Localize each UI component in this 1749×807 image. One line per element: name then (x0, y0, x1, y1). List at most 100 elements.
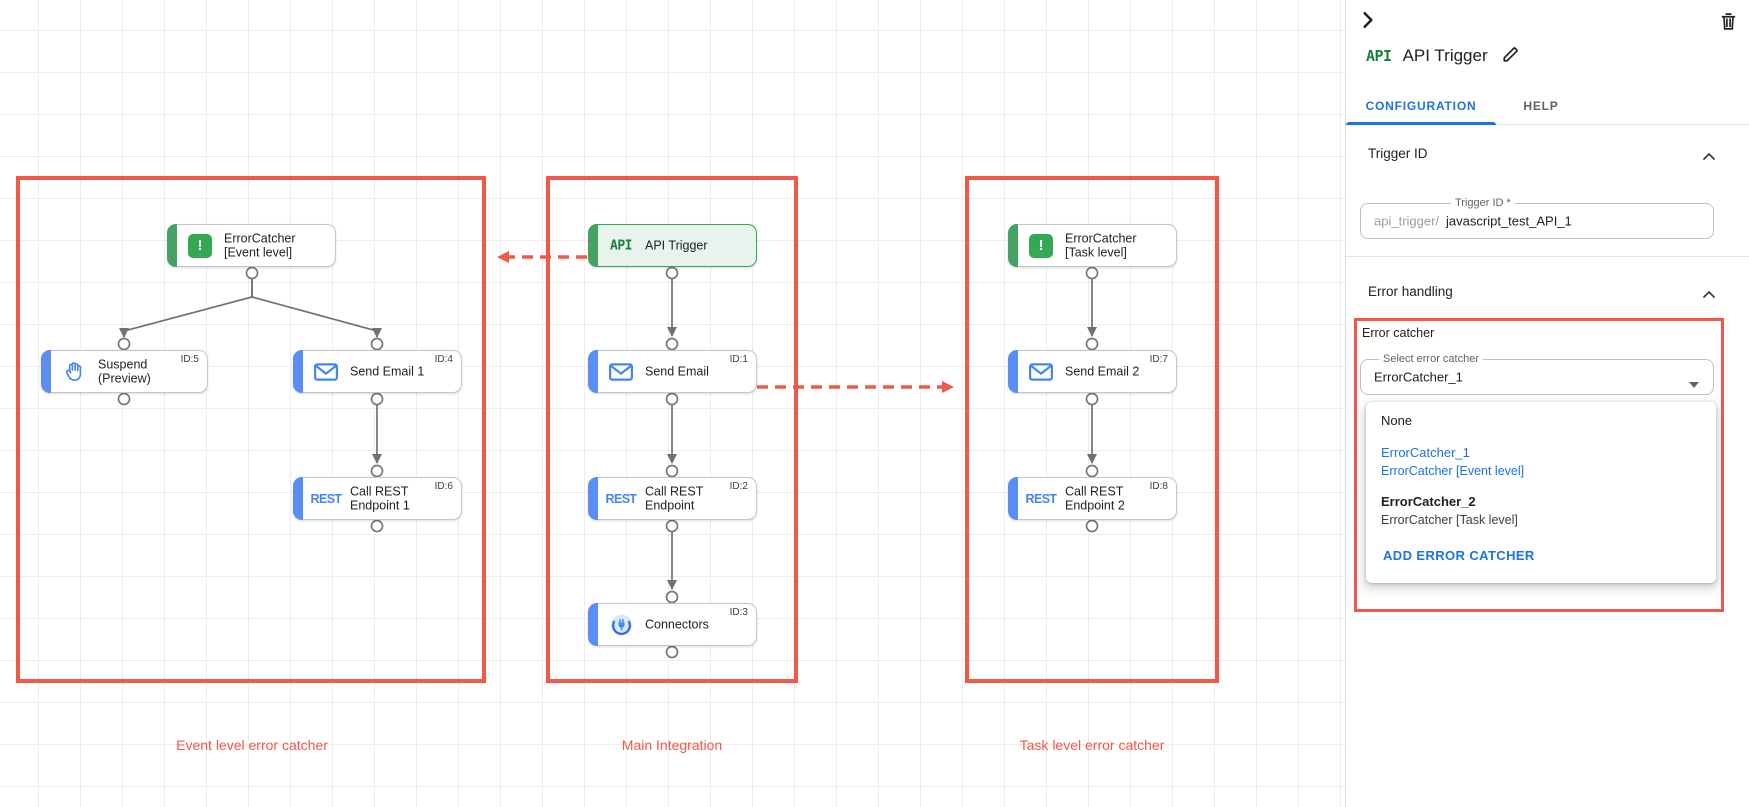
node-label: Send Email 2 (1065, 364, 1140, 379)
trigger-id-input[interactable]: Trigger ID * api_trigger/javascript_test… (1360, 197, 1714, 239)
group-label-event-level: Event level error catcher (176, 737, 328, 753)
node-send-email-2[interactable]: Send Email 2 ID:7 (1008, 350, 1177, 393)
group-label-main-integration: Main Integration (621, 737, 723, 753)
arrow-drop-down-icon (1689, 375, 1699, 393)
port[interactable] (1085, 266, 1099, 280)
add-error-catcher-button[interactable]: ADD ERROR CATCHER (1383, 548, 1535, 563)
group-box-event-level (16, 176, 486, 683)
select-error-catcher[interactable]: Select error catcher ErrorCatcher_1 (1360, 353, 1714, 395)
rest-icon: REST (310, 491, 343, 506)
node-suspend[interactable]: Suspend(Preview) ID:5 (41, 350, 208, 393)
api-icon: API (1366, 47, 1392, 65)
port[interactable] (370, 337, 384, 351)
node-id-badge: ID:1 (729, 354, 748, 365)
node-accent-bar (588, 224, 598, 267)
email-icon (1024, 362, 1058, 381)
port[interactable] (665, 392, 679, 406)
connector-icon (604, 612, 638, 637)
node-accent-bar (167, 224, 177, 267)
port[interactable] (665, 464, 679, 478)
node-errorcatcher-event[interactable]: ! ErrorCatcher[Event level] (167, 224, 336, 267)
panel-header: API API Trigger (1366, 44, 1520, 68)
port[interactable] (665, 590, 679, 604)
panel-title: API Trigger (1402, 46, 1488, 65)
node-label: Connectors (645, 617, 709, 632)
group-box-main-integration (546, 176, 798, 683)
port[interactable] (1085, 519, 1099, 533)
port[interactable] (1085, 392, 1099, 406)
port[interactable] (1085, 337, 1099, 351)
select-error-catcher-label: Select error catcher (1379, 353, 1483, 365)
trash-icon[interactable] (1720, 12, 1737, 36)
section-header-trigger-id: Trigger ID (1368, 146, 1428, 161)
port[interactable] (117, 337, 131, 351)
node-label: Suspend(Preview) (98, 356, 151, 386)
collapse-panel-chevron-right-icon[interactable] (1360, 11, 1376, 34)
rest-icon: REST (605, 491, 638, 506)
node-accent-bar (41, 350, 51, 393)
node-accent-bar (588, 350, 598, 393)
trigger-id-input-label: Trigger ID * (1451, 197, 1515, 209)
workflow-canvas[interactable]: ! ErrorCatcher[Event level] Suspend(Prev… (0, 0, 1345, 807)
port[interactable] (1085, 464, 1099, 478)
node-label: ErrorCatcher[Event level] (224, 230, 296, 260)
port[interactable] (245, 266, 259, 280)
port[interactable] (370, 519, 384, 533)
menu-item-errorcatcher-2[interactable]: ErrorCatcher_2 ErrorCatcher [Task level] (1381, 494, 1518, 527)
port[interactable] (665, 645, 679, 659)
edge-eventcatcher-suspend (119, 279, 253, 338)
group-label-task-level: Task level error catcher (1019, 737, 1165, 753)
node-accent-bar (1008, 224, 1018, 267)
port[interactable] (370, 392, 384, 406)
node-send-email-1[interactable]: Send Email 1 ID:4 (293, 350, 462, 393)
node-id-badge: ID:8 (1149, 481, 1168, 492)
section-divider (1346, 256, 1749, 257)
trigger-id-input-value: api_trigger/javascript_test_API_1 (1374, 214, 1572, 229)
node-accent-bar (1008, 477, 1018, 520)
node-accent-bar (588, 603, 598, 646)
error-catcher-highlight-box (1354, 318, 1724, 612)
port[interactable] (117, 392, 131, 406)
port[interactable] (665, 266, 679, 280)
menu-item-none[interactable]: None (1381, 413, 1413, 428)
config-panel: API API Trigger CONFIGURATION HELP Trigg… (1345, 0, 1749, 807)
menu-item-errorcatcher-1[interactable]: ErrorCatcher_1 ErrorCatcher [Event level… (1381, 445, 1525, 478)
node-id-badge: ID:7 (1149, 354, 1168, 365)
node-id-badge: ID:6 (434, 481, 453, 492)
error-catcher-icon: ! (183, 233, 217, 258)
node-id-badge: ID:5 (180, 354, 199, 365)
collapse-section-chevron-up-icon[interactable] (1702, 286, 1716, 304)
tab-configuration[interactable]: CONFIGURATION (1365, 99, 1477, 113)
hand-icon (57, 360, 91, 383)
node-send-email[interactable]: Send Email ID:1 (588, 350, 757, 393)
api-icon: API (610, 238, 632, 253)
node-label: Send Email 1 (350, 364, 425, 379)
node-accent-bar (293, 477, 303, 520)
port[interactable] (665, 519, 679, 533)
node-id-badge: ID:3 (729, 607, 748, 618)
group-box-task-level (965, 176, 1219, 683)
pencil-icon[interactable] (1502, 45, 1520, 68)
node-api-trigger[interactable]: API API Trigger (588, 224, 757, 267)
workflow-edges (117, 251, 1099, 659)
error-catcher-icon: ! (1024, 233, 1058, 258)
node-connectors[interactable]: Connectors ID:3 (588, 603, 757, 646)
port[interactable] (665, 337, 679, 351)
email-icon (604, 362, 638, 381)
rest-icon: REST (1025, 491, 1058, 506)
node-errorcatcher-task[interactable]: ! ErrorCatcher[Task level] (1008, 224, 1177, 267)
edge-eventcatcher-sendemail1 (251, 279, 382, 338)
tab-help[interactable]: HELP (1523, 99, 1559, 113)
collapse-section-chevron-up-icon[interactable] (1702, 148, 1716, 166)
node-label: ErrorCatcher[Task level] (1065, 230, 1137, 260)
error-catcher-dropdown-menu: None ErrorCatcher_1 ErrorCatcher [Event … (1366, 402, 1716, 583)
port[interactable] (370, 464, 384, 478)
node-label: API Trigger (645, 238, 708, 253)
